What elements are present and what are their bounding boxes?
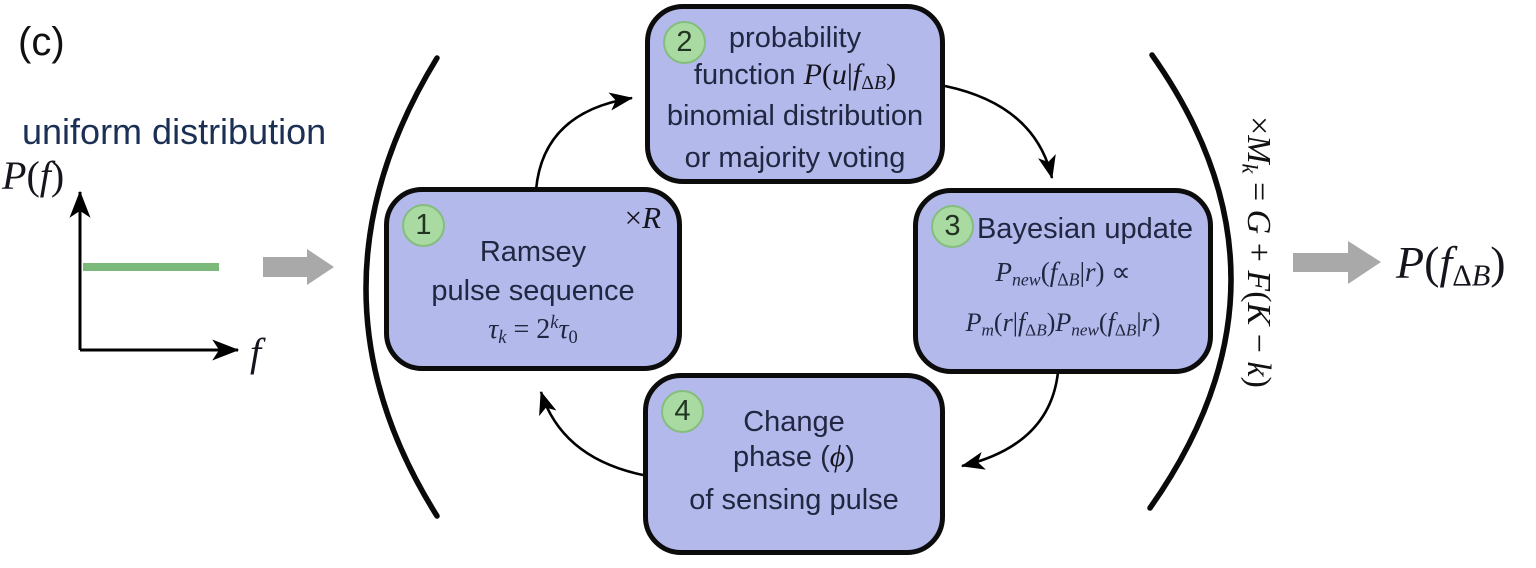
probability-line3: binomial distribution xyxy=(666,100,924,132)
step-box-bayesian: 3 Bayesian update Pnew(fΔB|r) ∝ Pm(r|fΔB… xyxy=(913,188,1213,374)
phase-line2: phase (ϕ) xyxy=(648,440,940,474)
step-number: 3 xyxy=(944,210,961,242)
phase-line2-close: ) xyxy=(845,441,855,473)
y-axis-label: P(f) xyxy=(2,153,65,198)
phase-line2-text: phase ( xyxy=(733,441,830,473)
probability-line2: function P(u|fΔB) xyxy=(650,58,940,95)
bayesian-eq2: Pm(r|fΔB)Pnew(fΔB|r) xyxy=(965,308,1161,340)
step-box-probability: 2 probability function P(u|fΔB) binomial… xyxy=(645,4,945,184)
output-arrow-icon xyxy=(1293,241,1381,284)
x-axis-label: f xyxy=(250,330,262,375)
step-number: 1 xyxy=(415,209,432,241)
step-box-phase: 4 Change phase (ϕ) of sensing pulse xyxy=(643,373,945,555)
phi-symbol: ϕ xyxy=(829,440,846,473)
probability-line2-text: function xyxy=(693,59,804,91)
step-number-badge: 1 xyxy=(402,204,445,247)
arrow-step1-to-step2 xyxy=(534,92,634,191)
uniform-distribution-axes xyxy=(69,190,240,361)
input-arrow-icon xyxy=(263,249,334,285)
step-number: 2 xyxy=(676,26,693,58)
repeat-count-label: ×R xyxy=(624,200,661,235)
step-number-badge: 3 xyxy=(931,205,974,248)
bayesian-title: Bayesian update xyxy=(976,213,1194,245)
ramsey-line2: pulse sequence xyxy=(431,275,635,307)
arrow-step3-to-step4 xyxy=(960,371,1060,470)
phase-line3: of sensing pulse xyxy=(689,484,899,516)
ramsey-line1: Ramsey xyxy=(479,236,587,268)
arrow-step4-to-step1 xyxy=(539,391,644,477)
cycle-multiplier-formula: ×Mk = G + F(K − k) xyxy=(1237,116,1277,388)
phase-line1: Change xyxy=(743,406,845,438)
uniform-distribution-title: uniform distribution xyxy=(22,111,327,152)
bayesian-eq1: Pnew(fΔB|r) ∝ xyxy=(995,257,1131,290)
output-distribution-label: P(fΔB) xyxy=(1396,237,1506,293)
step-number-badge: 4 xyxy=(661,390,704,433)
step-box-ramsey: 1 ×R Ramsey pulse sequence τk = 2kτ0 xyxy=(384,187,682,371)
probability-function-formula: P(u|fΔB) xyxy=(803,58,897,94)
arrow-step2-to-step3 xyxy=(944,84,1056,180)
ramsey-tau-equation: τk = 2kτ0 xyxy=(488,312,578,347)
probability-line1: probability xyxy=(728,22,862,54)
panel-label: (c) xyxy=(18,20,65,64)
step-number: 4 xyxy=(674,395,691,427)
step-number-badge: 2 xyxy=(663,21,706,64)
probability-line4: or majority voting xyxy=(684,142,906,174)
